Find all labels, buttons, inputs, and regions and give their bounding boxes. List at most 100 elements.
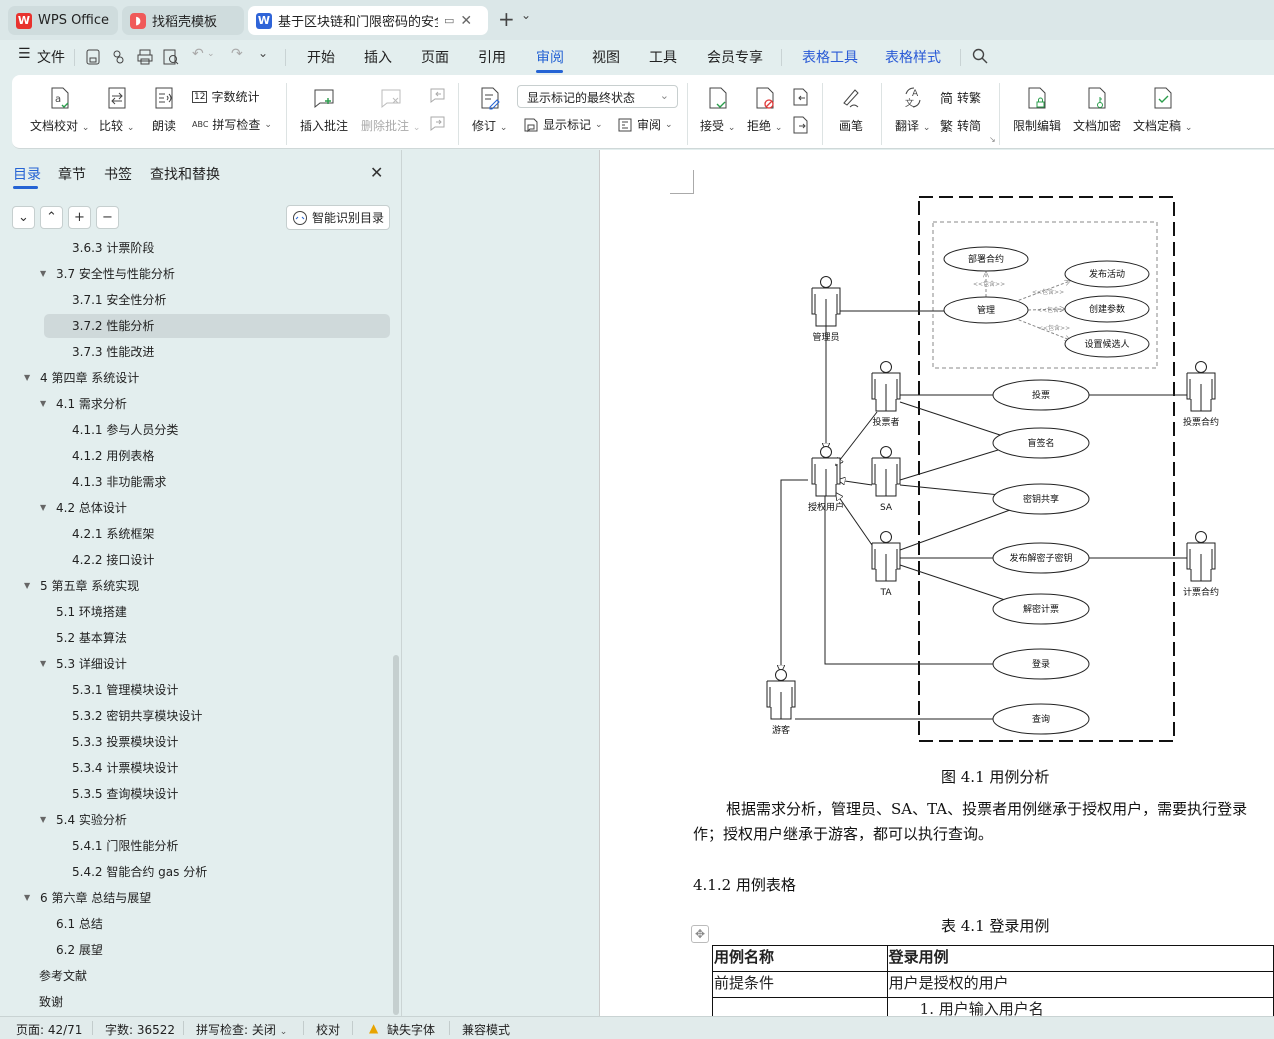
save-icon[interactable] <box>84 48 102 66</box>
table-cell[interactable]: 1. 用户输入用户名 <box>886 997 1274 1016</box>
word-count-button[interactable]: 12 字数统计 <box>192 88 259 105</box>
toc-item[interactable]: 3.7.1 安全性分析 <box>44 288 390 312</box>
toc-item[interactable]: 5.3.3 投票模块设计 <box>44 730 390 754</box>
accept-button[interactable]: 接受 ⌄ <box>700 85 735 134</box>
delete-comment-button[interactable]: 删除批注 ⌄ <box>361 85 420 134</box>
document-page[interactable]: <<包含>><<包含>><<包含>><<包含>> 部署合约管理发布活动创建参数设… <box>599 150 1274 1016</box>
tab-document[interactable]: W 基于区块链和门限密码的安全投 ▭ ✕ <box>248 6 488 35</box>
encrypt-button[interactable]: 文档加密 <box>1073 85 1121 134</box>
expand-triangle-icon[interactable]: ▼ <box>40 399 47 408</box>
proofread-button[interactable]: a 文档校对 ⌄ <box>30 85 89 134</box>
nav-tab-chapters[interactable]: 章节 <box>58 167 86 183</box>
table-cell[interactable] <box>712 997 888 1016</box>
toc-item[interactable]: 6.1 总结 <box>44 912 390 936</box>
previous-comment-icon[interactable] <box>429 87 447 105</box>
hamburger-menu-icon[interactable]: ☰ <box>18 46 31 62</box>
toc-item[interactable]: ▼4 第四章 系统设计 <box>24 366 390 390</box>
compare-button[interactable]: 比较 ⌄ <box>99 85 134 134</box>
table-cell[interactable]: 用例名称 <box>712 945 888 972</box>
undo-icon[interactable]: ↶ <box>192 46 204 62</box>
spell-check-status[interactable]: 拼写检查: 关闭 ⌄ <box>196 1023 288 1037</box>
menu-file[interactable]: 文件 <box>37 50 65 66</box>
dialog-launcher-icon[interactable]: ↘ <box>989 135 996 144</box>
finalize-button[interactable]: 文档定稿 ⌄ <box>1133 85 1192 134</box>
pen-button[interactable]: 画笔 <box>838 85 864 134</box>
close-pane-icon[interactable]: ✕ <box>370 163 384 182</box>
to-traditional-button[interactable]: 简 转繁 <box>940 88 981 107</box>
toc-item[interactable]: 3.7.2 性能分析 <box>44 314 390 338</box>
tab-list-dropdown[interactable]: ⌄ <box>521 8 532 22</box>
expand-triangle-icon[interactable]: ▼ <box>24 373 31 382</box>
restrict-edit-button[interactable]: 限制编辑 <box>1013 85 1061 134</box>
menu-insert[interactable]: 插入 <box>364 50 392 66</box>
share-icon[interactable] <box>110 48 128 66</box>
word-count-indicator[interactable]: 字数: 36522 <box>105 1023 176 1037</box>
toc-item[interactable]: ▼4.1 需求分析 <box>40 392 390 416</box>
menu-view[interactable]: 视图 <box>592 50 620 66</box>
toc-item[interactable]: 3.7.3 性能改进 <box>44 340 390 364</box>
next-change-icon[interactable] <box>792 115 810 135</box>
next-comment-icon[interactable] <box>429 115 447 133</box>
compat-mode-status[interactable]: 兼容模式 <box>462 1023 511 1037</box>
undo-dropdown-icon[interactable]: ⌄ <box>207 49 215 59</box>
expand-triangle-icon[interactable]: ▼ <box>40 269 47 278</box>
toc-item[interactable]: 致谢 <box>39 990 390 1014</box>
toc-item[interactable]: 4.2.1 系统框架 <box>44 522 390 546</box>
quick-access-more-icon[interactable]: ⌄ <box>258 46 269 60</box>
toc-item[interactable]: 5.2 基本算法 <box>44 626 390 650</box>
toc-item[interactable]: ▼5 第五章 系统实现 <box>24 574 390 598</box>
toc-item[interactable]: ▼4.2 总体设计 <box>40 496 390 520</box>
previous-change-icon[interactable] <box>792 87 810 107</box>
menu-references[interactable]: 引用 <box>478 50 506 66</box>
review-pane-button[interactable]: 审阅 ⌄ <box>617 116 673 133</box>
toc-item[interactable]: 4.2.2 接口设计 <box>44 548 390 572</box>
expand-triangle-icon[interactable]: ▼ <box>24 893 31 902</box>
toc-item[interactable]: ▼5.3 详细设计 <box>40 652 390 676</box>
expand-triangle-icon[interactable]: ▼ <box>40 815 47 824</box>
table-cell[interactable]: 用户是授权的用户 <box>886 971 1274 998</box>
menu-table-style[interactable]: 表格样式 <box>885 50 941 66</box>
print-preview-icon[interactable] <box>162 48 180 66</box>
redo-icon[interactable]: ↷ <box>231 46 243 62</box>
toc-item[interactable]: 5.4.2 智能合约 gas 分析 <box>44 860 390 884</box>
track-changes-button[interactable]: 修订 ⌄ <box>472 85 507 134</box>
missing-font-status[interactable]: 缺失字体 <box>387 1023 436 1037</box>
add-heading-button[interactable]: + <box>68 206 91 229</box>
toc-item[interactable]: 5.1 环境搭建 <box>44 600 390 624</box>
insert-comment-button[interactable]: 插入批注 <box>300 85 348 134</box>
page-indicator[interactable]: 页面: 42/71 <box>16 1023 83 1037</box>
search-icon[interactable] <box>971 47 989 65</box>
toc-item[interactable]: ▼5.4 实验分析 <box>40 808 390 832</box>
toc-item[interactable]: ▼6 第六章 总结与展望 <box>24 886 390 910</box>
show-markup-button[interactable]: 显示标记 ⌄ <box>523 116 603 133</box>
table-cell[interactable]: 前提条件 <box>712 971 888 998</box>
toc-item[interactable]: 5.3.2 密钥共享模块设计 <box>44 704 390 728</box>
to-simplified-button[interactable]: 繁 转简 <box>940 116 981 135</box>
toc-item[interactable]: 6.2 展望 <box>44 938 390 962</box>
table-move-handle-icon[interactable]: ✥ <box>691 925 709 943</box>
toc-item[interactable]: 参考文献 <box>39 964 390 988</box>
expand-triangle-icon[interactable]: ▼ <box>24 581 31 590</box>
menu-home[interactable]: 开始 <box>307 50 335 66</box>
proofread-status[interactable]: 校对 <box>316 1023 341 1037</box>
new-tab-button[interactable]: + <box>498 7 515 31</box>
toc-item[interactable]: 4.1.3 非功能需求 <box>44 470 390 494</box>
tab-wps-office[interactable]: W WPS Office <box>8 6 118 35</box>
toc-item[interactable]: 4.1.1 参与人员分类 <box>44 418 390 442</box>
remove-heading-button[interactable]: − <box>96 206 119 229</box>
menu-page[interactable]: 页面 <box>421 50 449 66</box>
tab-docer[interactable]: ◗ 找稻壳模板 <box>122 6 244 35</box>
toc-item[interactable]: 5.3.4 计票模块设计 <box>44 756 390 780</box>
close-tab-icon[interactable]: ✕ <box>460 12 473 29</box>
menu-review[interactable]: 审阅 <box>536 50 564 66</box>
menu-tools[interactable]: 工具 <box>649 50 677 66</box>
reject-button[interactable]: 拒绝 ⌄ <box>747 85 782 134</box>
expand-triangle-icon[interactable]: ▼ <box>40 659 47 668</box>
monitor-icon[interactable]: ▭ <box>444 14 455 27</box>
spell-check-button[interactable]: ABC 拼写检查 ⌄ <box>192 118 272 132</box>
print-icon[interactable] <box>136 48 154 66</box>
toc-item[interactable]: 4.1.2 用例表格 <box>44 444 390 468</box>
toc-item[interactable]: 5.3.1 管理模块设计 <box>44 678 390 702</box>
nav-tab-toc[interactable]: 目录 <box>13 167 41 183</box>
